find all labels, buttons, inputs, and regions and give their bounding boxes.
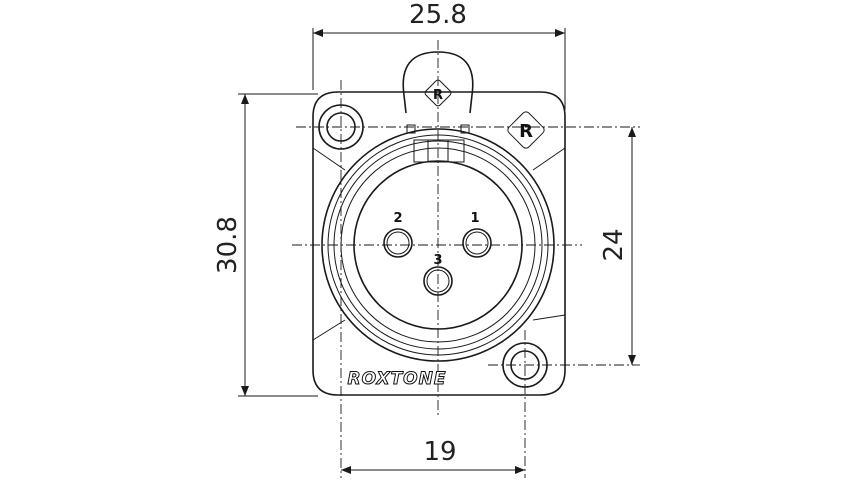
pin-2: 2 — [383, 211, 413, 258]
pin-3: 3 — [423, 253, 453, 296]
dimension-label-19: 19 — [423, 437, 456, 467]
r-logo-icon: R — [507, 111, 545, 149]
pin-2-label: 2 — [393, 211, 402, 226]
connector-plate: R R 2 — [312, 51, 566, 396]
centerlines — [292, 40, 640, 478]
mounting-hole-bottom-right — [502, 342, 548, 388]
r-logo-icon: R — [424, 79, 452, 107]
dimension-hole-horizontal: 19 — [341, 437, 525, 474]
dimension-label-height: 30.8 — [213, 216, 243, 274]
pin-1: 1 — [462, 211, 492, 258]
pin-3-label: 3 — [433, 253, 442, 268]
latch-tab — [402, 51, 474, 114]
dimension-label-width: 25.8 — [409, 0, 467, 30]
socket-body — [321, 128, 555, 362]
mounting-hole-top-left — [318, 104, 364, 150]
dimension-label-24: 24 — [599, 228, 629, 261]
svg-text:R: R — [433, 88, 443, 103]
pin-1-label: 1 — [470, 211, 479, 226]
dimension-overall-height: 30.8 — [213, 93, 318, 397]
svg-text:R: R — [519, 121, 533, 142]
brand-logo: ROXTONE — [348, 369, 447, 389]
dimension-hole-vertical: 24 — [599, 127, 636, 365]
dimension-overall-width: 25.8 — [312, 0, 566, 110]
